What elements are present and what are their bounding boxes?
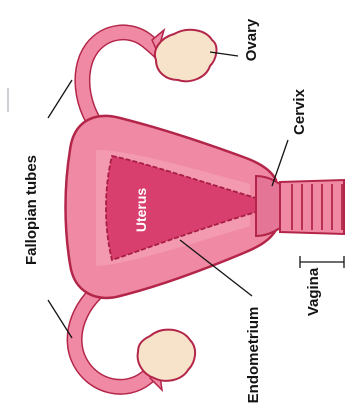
label-uterus: Uterus xyxy=(133,188,149,233)
label-ovary: Ovary xyxy=(243,18,260,61)
label-fallopian-tubes: Fallopian tubes xyxy=(23,155,40,265)
ovary-lower xyxy=(138,330,195,381)
label-vagina: Vagina xyxy=(305,267,322,316)
label-endometrium: Endometrium xyxy=(245,307,262,404)
cervix xyxy=(256,176,280,236)
label-cervix: Cervix xyxy=(291,88,308,135)
ovary-upper xyxy=(155,30,217,81)
